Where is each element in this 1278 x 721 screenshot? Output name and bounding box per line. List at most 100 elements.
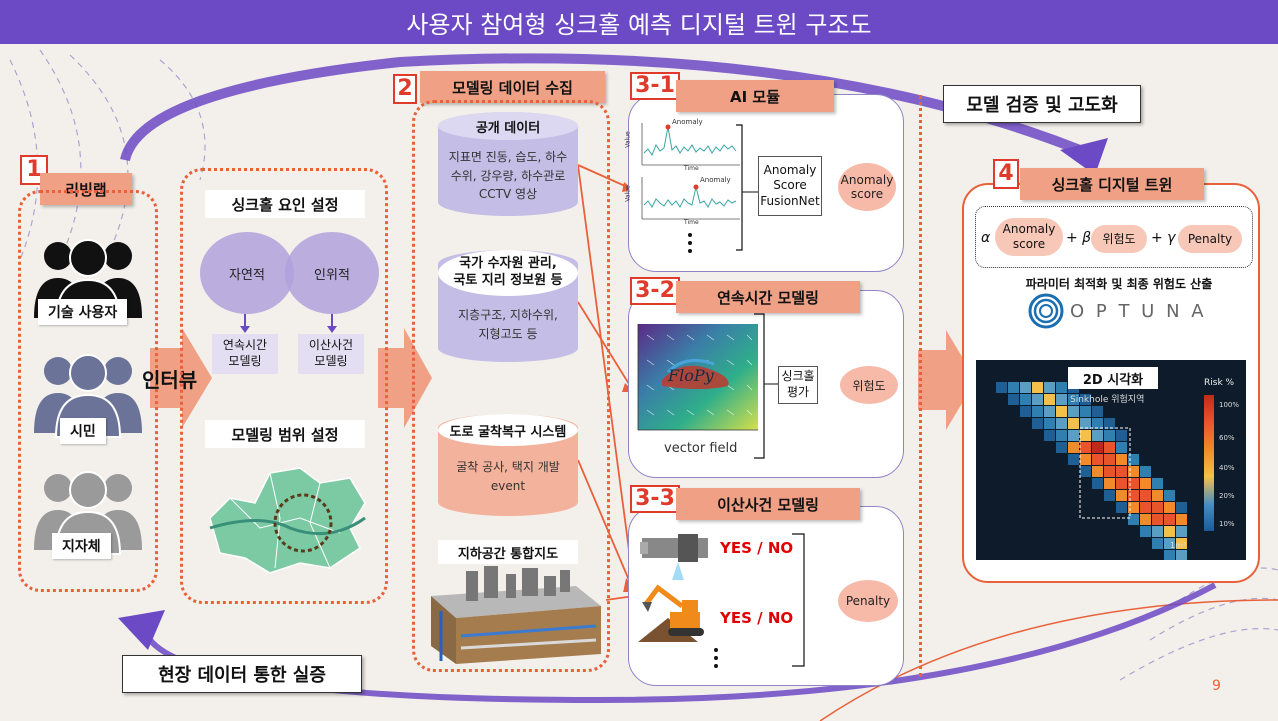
heatmap-cell	[1032, 382, 1043, 393]
heatmap-cell	[1176, 514, 1187, 525]
heatmap-cell	[1140, 478, 1151, 489]
heatmap-cell	[1152, 514, 1163, 525]
formula-alpha: α	[981, 230, 991, 246]
public-data-title: 공개 데이터	[438, 112, 578, 140]
heatmap-cell	[1056, 382, 1067, 393]
factor-down-arrows	[240, 314, 337, 333]
flopy-logo-text: FloPy	[668, 366, 714, 385]
chart-anomaly-label-2: Anomaly	[700, 176, 731, 184]
heatmap-cell	[1068, 430, 1079, 441]
heatmap-cell	[1128, 490, 1139, 501]
formula-term-risk: 위험도	[1091, 225, 1147, 253]
heatmap-cell	[1104, 478, 1115, 489]
heatmap-cell	[1044, 382, 1055, 393]
vector-field-caption: vector field	[664, 441, 738, 456]
formula-beta: + β	[1066, 230, 1092, 246]
heatmap-cell	[1056, 394, 1067, 405]
risk-output: 위험도	[840, 366, 898, 404]
heatmap-cell	[1068, 454, 1079, 465]
heatmap-cell	[1056, 406, 1067, 417]
heatmap-unit: 1m²	[1170, 541, 1187, 550]
discrete-modeling-title: 이산사건 모델링	[676, 488, 860, 520]
chart-anomaly-label-1: Anomaly	[672, 118, 703, 126]
heatmap-cell	[1164, 538, 1175, 549]
viz-title: 2D 시각화	[1068, 367, 1158, 389]
heatmap-cell	[1092, 478, 1103, 489]
heatmap-cell	[1164, 490, 1175, 501]
section-3-2-number: 3-2	[630, 277, 680, 305]
optuna-logo-text: O P T U N A	[1070, 301, 1207, 322]
factor-setting-title: 싱크홀 요인 설정	[205, 190, 365, 218]
heatmap-cell	[1128, 514, 1139, 525]
heatmap-cell	[1176, 526, 1187, 537]
digital-twin-title: 싱크홀 디지털 트윈	[1020, 168, 1204, 200]
legend-tick-10: 10%	[1219, 520, 1235, 528]
heatmap-cell	[1116, 442, 1127, 453]
fusion-connector	[742, 191, 758, 193]
heatmap-cell	[1164, 550, 1175, 561]
formula-term-penalty: Penalty	[1178, 225, 1242, 253]
heatmap-cell	[1008, 382, 1019, 393]
heatmap-cell	[1140, 490, 1151, 501]
heatmap-cell	[1176, 502, 1187, 513]
heatmap-cell	[1092, 442, 1103, 453]
heatmap-cell	[1140, 526, 1151, 537]
national-data-cylinder: 국가 수자원 관리, 국토 지리 정보원 등 지층구조, 지하수위, 지형고도 …	[438, 250, 578, 362]
user-label-tech: 기술 사용자	[38, 299, 128, 325]
heatmap-cell	[1020, 406, 1031, 417]
data-collection-box	[412, 100, 610, 672]
heatmap-cell	[1140, 514, 1151, 525]
risk-formula-box	[975, 206, 1253, 268]
section-3-3-number: 3-3	[630, 485, 680, 513]
heatmap-cell	[1152, 502, 1163, 513]
heatmap-cell	[1104, 454, 1115, 465]
formula-term-anomaly: Anomaly score	[995, 218, 1063, 256]
cctv-sensor-icon	[640, 534, 708, 580]
fusionnet-box: Anomaly Score FusionNet	[758, 156, 822, 216]
heatmap-cell	[1116, 502, 1127, 513]
national-data-title: 국가 수자원 관리, 국토 지리 정보원 등	[438, 250, 578, 296]
heatmap-cell	[1032, 406, 1043, 417]
optimization-caption: 파라미터 최적화 및 최종 위험도 산출	[1025, 277, 1213, 291]
heatmap-cell	[1116, 478, 1127, 489]
sinkhole-eval-box: 싱크홀 평가	[778, 366, 818, 404]
underground-map-image	[431, 566, 601, 664]
heatmap-cell	[1044, 418, 1055, 429]
heatmap-cell	[1104, 430, 1115, 441]
heatmap-cell	[1152, 478, 1163, 489]
legend-tick-100: 100%	[1219, 401, 1240, 409]
heatmap-cell	[1080, 454, 1091, 465]
continuous-modeling-title: 연속시간 모델링	[676, 281, 860, 313]
data-collection-title: 모델링 데이터 수집	[420, 71, 605, 103]
heatmap-cell	[1116, 490, 1127, 501]
heatmap-cell	[1092, 454, 1103, 465]
heatmap-cell	[1140, 466, 1151, 477]
section-3-divider	[910, 95, 922, 677]
public-data-body: 지표면 진동, 습도, 하수 수위, 강우량, 하수관로 CCTV 영상	[448, 150, 568, 202]
legend-tick-20: 20%	[1219, 492, 1235, 500]
heatmap-cell	[1056, 430, 1067, 441]
yes-no-2: YES / NO	[720, 609, 794, 627]
heatmap-cell	[1128, 502, 1139, 513]
heatmap-cell	[1068, 418, 1079, 429]
heatmap-cell	[1104, 418, 1115, 429]
heatmap-cell	[1080, 466, 1091, 477]
heatmap-cell	[1092, 430, 1103, 441]
legend-color-bar	[1204, 395, 1214, 531]
field-validation-label: 현장 데이터 통한 실증	[122, 655, 362, 693]
heatmap-cell	[1080, 394, 1091, 405]
road-data-body: 굴착 공사, 택지 개발 event	[456, 460, 560, 494]
section-4-number: 4	[993, 159, 1019, 189]
heatmap-cell	[1164, 502, 1175, 513]
heatmap-cell	[1128, 454, 1139, 465]
heatmap-cell	[1008, 394, 1019, 405]
optuna-logo-icon	[1028, 293, 1064, 329]
heatmap-cell	[1068, 406, 1079, 417]
scope-setting-title: 모델링 범위 설정	[205, 420, 365, 448]
chart-value-label-1: Value	[624, 131, 632, 148]
heatmap-cell	[1104, 490, 1115, 501]
heatmap-cell	[1020, 394, 1031, 405]
factor-setting-box	[180, 168, 388, 604]
heatmap-cell	[1116, 430, 1127, 441]
heatmap-cell	[1032, 418, 1043, 429]
